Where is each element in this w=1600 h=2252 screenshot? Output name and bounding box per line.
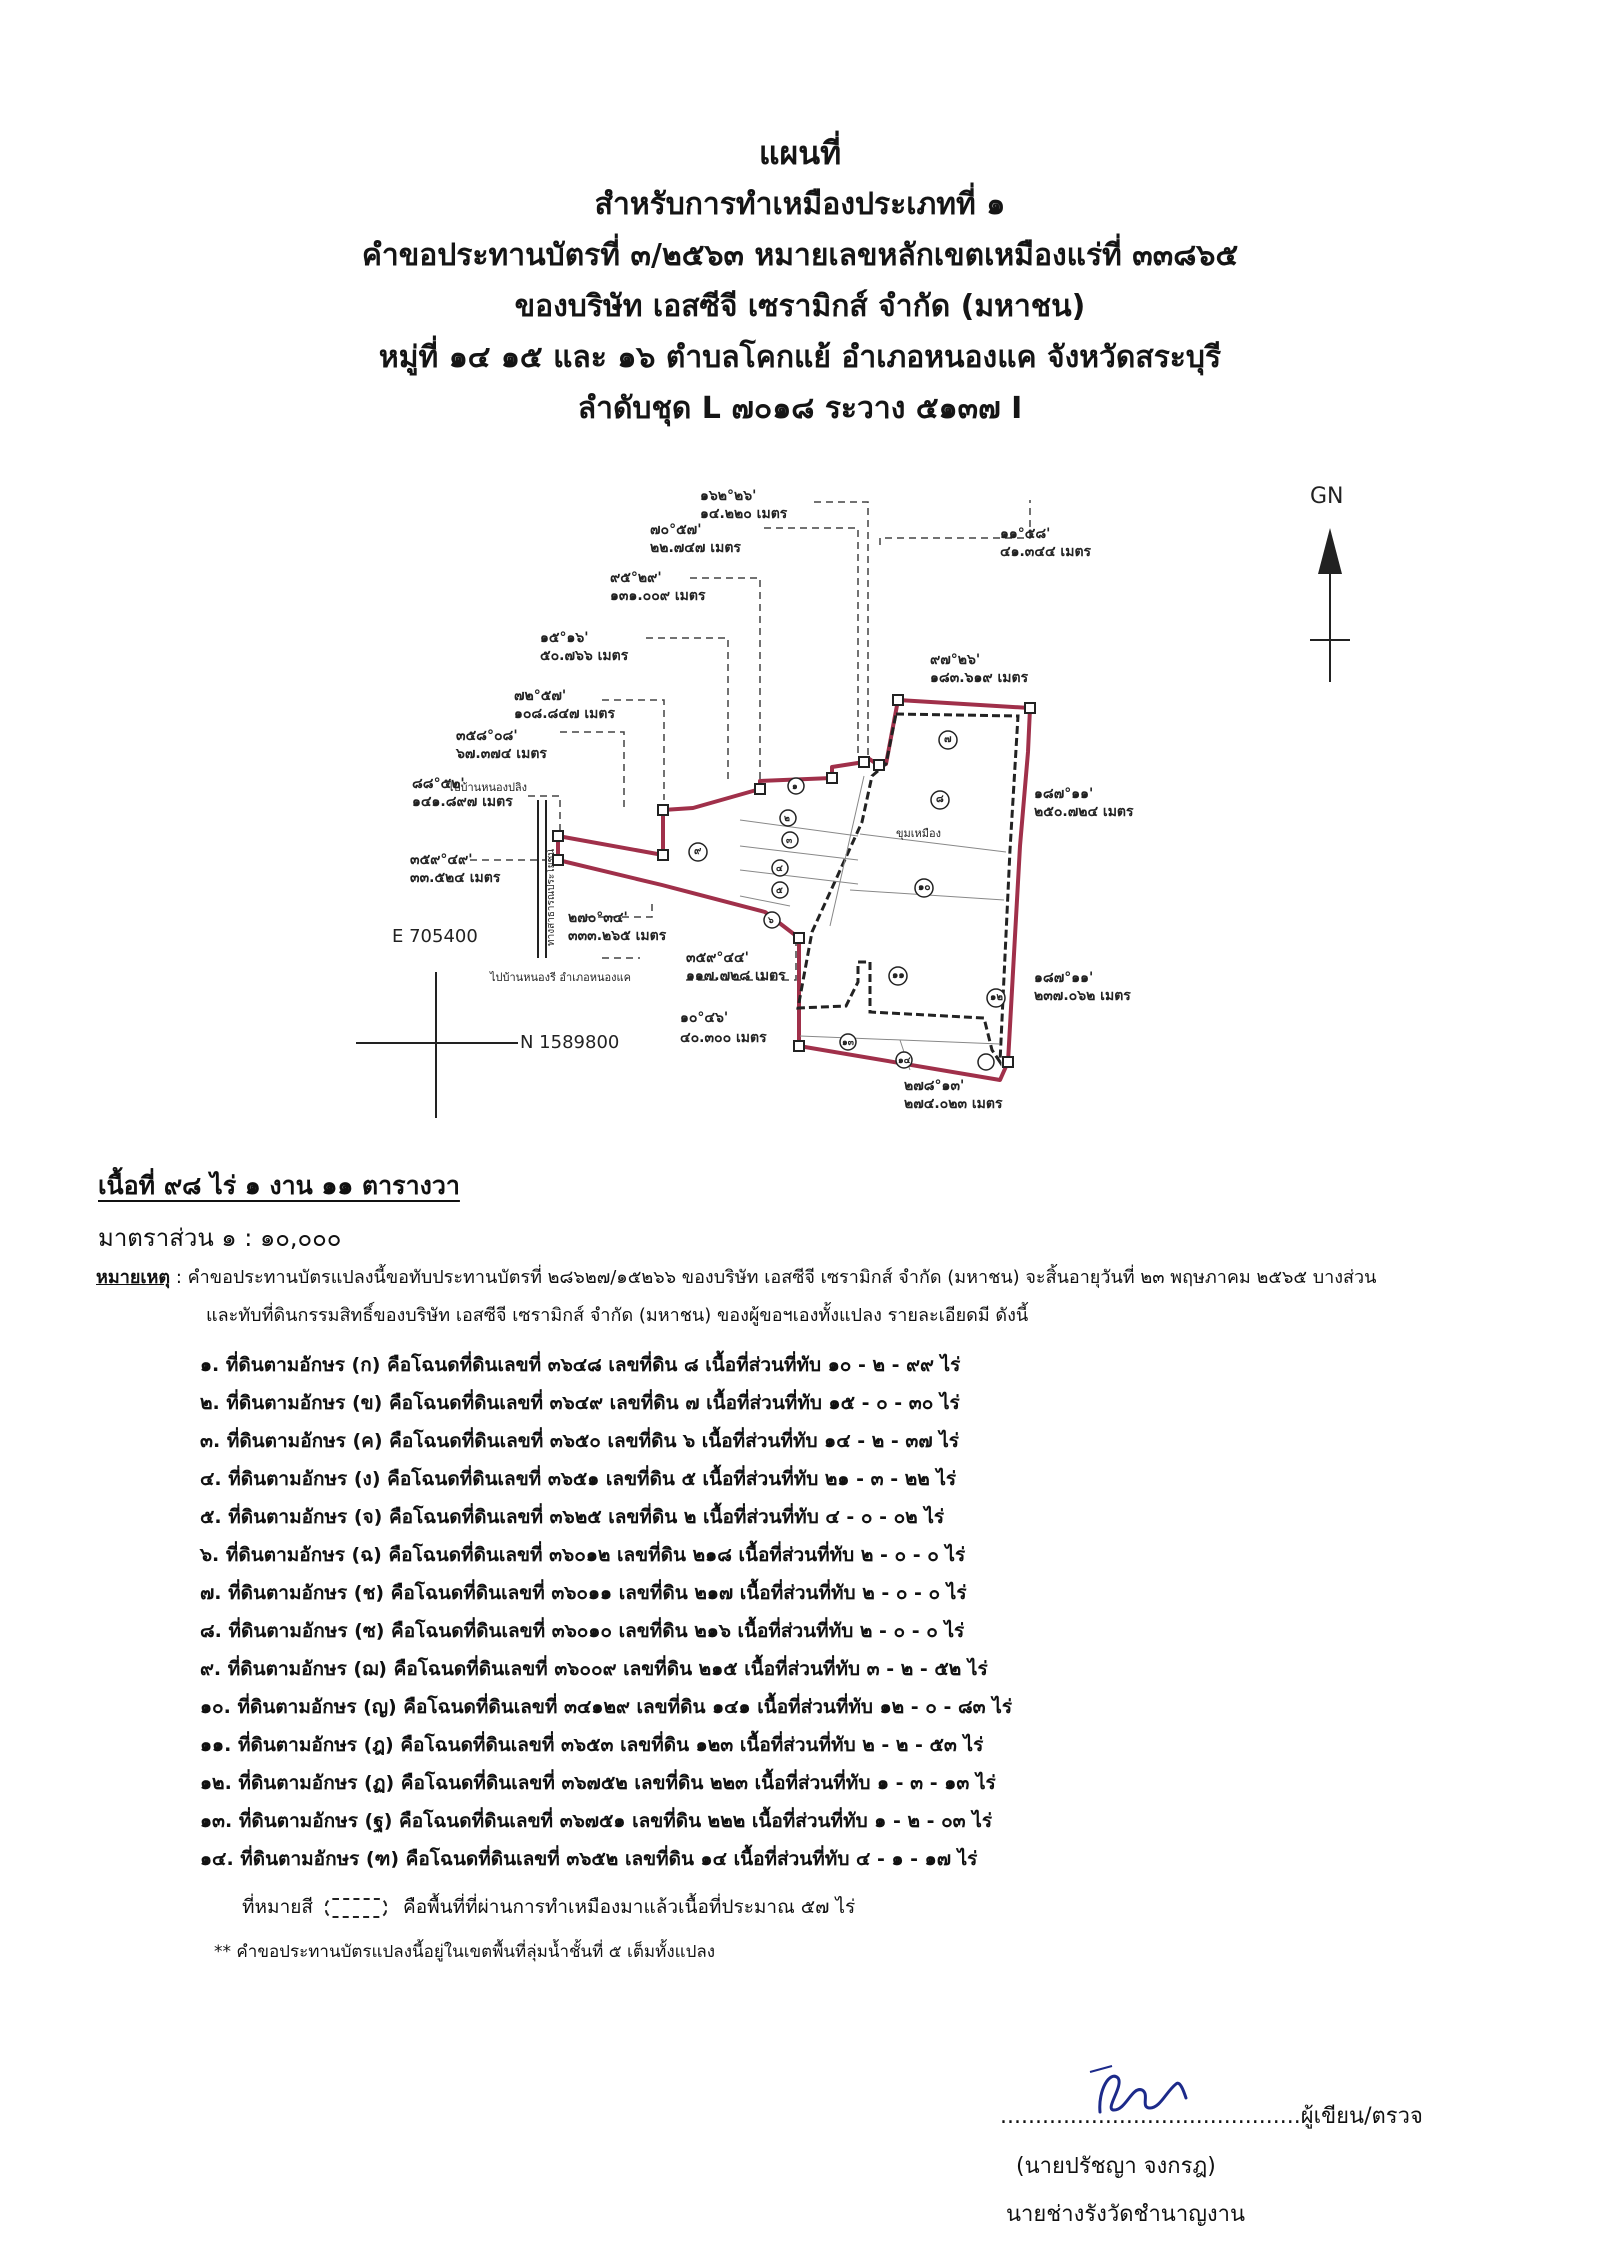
bearing-angle: ๑๕°๑๖': [540, 630, 589, 646]
bearing-distance: ๓๓๓.๒๖๕ เมตร: [568, 928, 667, 944]
remark-text-1: : คำขอประทานบัตรแปลงนี้ขอทับประทานบัตรที…: [175, 1267, 1377, 1288]
reference-cross-icon: [356, 972, 518, 1118]
bearing-angle: ๑๐°๔๖': [680, 1010, 729, 1026]
parcel-number: ๙: [694, 846, 702, 857]
parcel-number: ๕: [776, 886, 783, 896]
list-item: ๖. ที่ดินตามอักษร (ฉ) คือโฉนดที่ดินเลขที…: [200, 1544, 966, 1566]
list-item: ๓. ที่ดินตามอักษร (ค) คือโฉนดที่ดินเลขที…: [200, 1430, 960, 1452]
mining-type-line: สำหรับการทำเหมืองประเภทที่ ๑: [594, 187, 1006, 222]
mark-note-suffix: คือพื้นที่ที่ผ่านการทำเหมืองมาแล้วเนื้อท…: [402, 1896, 856, 1918]
bearing-angle: ๗๒°๕๗': [514, 688, 567, 704]
bearing-distance: ๒๒.๗๔๗ เมตร: [650, 540, 741, 556]
bearing-angle: ๒๗๘°๑๓': [904, 1078, 965, 1094]
list-item: ๑๑. ที่ดินตามอักษร (ฎ) คือโฉนดที่ดินเลขท…: [200, 1734, 984, 1756]
list-item: ๑๐. ที่ดินตามอักษร (ญ) คือโฉนดที่ดินเลขท…: [200, 1696, 1013, 1718]
parcel-markers: [688, 730, 1006, 1071]
map-scale: มาตราส่วน ๑ : ๑๐,๐๐๐: [98, 1224, 342, 1252]
north-label: GN: [1310, 484, 1344, 509]
parcel-number: ๔: [776, 864, 783, 874]
bearing-angle: ๘๘°๕๒': [412, 776, 465, 792]
bearing-angle: ๑๖๒°๒๖': [700, 488, 757, 504]
bearing-distance: ๑๘๓.๖๑๙ เมตร: [930, 670, 1029, 686]
bearing-distance: ๒๓๗.๐๖๒ เมตร: [1034, 988, 1131, 1004]
parcel-number: ๑๒: [990, 992, 1003, 1003]
bearing-distance: ๕๐.๗๖๖ เมตร: [540, 648, 629, 664]
parcel-number: ๑๔: [898, 1056, 911, 1066]
surveyor-title: นายช่างรังวัดชำนาญงาน: [1006, 2202, 1246, 2227]
parcel-number: ๒: [784, 814, 790, 824]
concession-boundary: [556, 698, 1032, 1082]
mined-area-outline: [796, 712, 1020, 1067]
bearing-distance: ๔๐.๓๐๐ เมตร: [680, 1030, 767, 1046]
road-side-label: ทางสาธารณประโยชน์: [546, 848, 557, 946]
mark-note-prefix: ที่หมายสี: [242, 1896, 313, 1918]
corner-markers: [552, 694, 1036, 1068]
list-item: ๒. ที่ดินตามอักษร (ข) คือโฉนดที่ดินเลขที…: [200, 1392, 960, 1414]
concession-line: คำขอประทานบัตรที่ ๓/๒๕๖๓ หมายเลขหลักเขตเ…: [361, 238, 1239, 273]
easting-label: E 705400: [392, 926, 478, 947]
parcel-number: ๑: [792, 782, 798, 792]
list-item: ๑๔. ที่ดินตามอักษร (ฑ) คือโฉนดที่ดินเลขท…: [200, 1848, 978, 1870]
parcel-number: ๖: [768, 916, 774, 926]
remark-line-1: หมายเหตุ : คำขอประทานบัตรแปลงนี้ขอทับประ…: [96, 1266, 1376, 1290]
list-item: ๙. ที่ดินตามอักษร (ฌ) คือโฉนดที่ดินเลขที…: [200, 1658, 988, 1680]
bearing-angle: ๙๗°๒๖': [930, 652, 981, 668]
road-bottom-label: ไปบ้านหนองรี อำเภอหนองแค: [490, 971, 631, 984]
bearing-angle: ๓๕๘°๐๘': [456, 728, 518, 744]
bearing-angle: ๑๘๗°๑๑': [1034, 970, 1094, 986]
bearing-distance: ๒๕๐.๗๒๔ เมตร: [1034, 804, 1134, 820]
sheet-line: ลำดับชุด L ๗๐๑๘ ระวาง ๕๑๓๗ I: [577, 391, 1023, 426]
concession-map: [356, 500, 1350, 1118]
bearing-angle: ๑๘๗°๑๑': [1034, 786, 1094, 802]
bearing-distance: ๖๗.๓๗๔ เมตร: [456, 746, 547, 762]
parcel-number: ๗: [944, 734, 952, 745]
bearing-distance: ๑๔๑.๘๙๗ เมตร: [412, 794, 513, 810]
list-item: ๑๓. ที่ดินตามอักษร (ฐ) คือโฉนดที่ดินเลขท…: [200, 1810, 993, 1832]
parcel-number: ๑๐: [918, 882, 931, 893]
pit-label: ขุมเหมือง: [896, 827, 942, 840]
bearing-distance: ๔๑.๓๔๔ เมตร: [1000, 544, 1092, 560]
bearing-distance: ๑๓๑.๐๐๙ เมตร: [610, 588, 706, 604]
road-top-label: ไปบ้านหนองปลิง: [448, 781, 528, 794]
remark-label: หมายเหตุ: [96, 1267, 171, 1288]
bearing-distance: ๑๔.๒๒๐ เมตร: [700, 506, 788, 522]
surveyor-name: (นายปรัชญา จงกรฎ): [1016, 2154, 1216, 2179]
public-road: [537, 800, 547, 958]
area-summary: เนื้อที่ ๙๘ ไร่ ๑ งาน ๑๑ ตารางวา: [98, 1171, 460, 1200]
bearing-angle: ๑๑°๕๘': [1000, 526, 1051, 542]
company-line: ของบริษัท เอสซีจี เซรามิกส์ จำกัด (มหาชน…: [514, 289, 1086, 324]
northing-label: N 1589800: [520, 1032, 620, 1053]
mined-area-swatch-icon: [324, 1897, 387, 1918]
bearing-angle: ๓๕๙°๔๙': [410, 852, 473, 868]
list-item: ๘. ที่ดินตามอักษร (ซ) คือโฉนดที่ดินเลขที…: [200, 1620, 965, 1642]
signature-line: ........................................…: [1000, 2104, 1423, 2129]
remark-text-2: และทับที่ดินกรรมสิทธิ์ของบริษัท เอสซีจี …: [206, 1305, 1029, 1326]
parcel-number: ๑๑: [892, 970, 905, 981]
bearing-angle: ๙๕°๒๙': [610, 570, 662, 586]
location-line: หมู่ที่ ๑๔ ๑๕ และ ๑๖ ตำบลโคกแย้ อำเภอหนอ…: [378, 340, 1222, 375]
parcel-number: ๘: [936, 794, 944, 805]
list-item: ๕. ที่ดินตามอักษร (จ) คือโฉนดที่ดินเลขที…: [200, 1506, 945, 1528]
leader-lines: [470, 500, 1031, 981]
list-item: ๗. ที่ดินตามอักษร (ช) คือโฉนดที่ดินเลขที…: [200, 1582, 967, 1604]
map-title: แผนที่: [758, 134, 842, 172]
bearing-distance: ๑๑๗.๗๒๘ เมตร: [686, 968, 786, 984]
bearing-angle: ๒๗๐°๓๔': [568, 910, 628, 926]
mined-area-note: ที่หมายสี คือพื้นที่ที่ผ่านการทำเหมืองมาแ…: [242, 1892, 855, 1922]
title-block: แผนที่ สำหรับการทำเหมืองประเภทที่ ๑ คำขอ…: [0, 128, 1600, 434]
north-arrow-icon: [1310, 528, 1350, 682]
bearing-distance: ๒๗๔.๐๒๓ เมตร: [904, 1096, 1003, 1112]
bearing-distance: ๓๓.๕๒๔ เมตร: [410, 870, 501, 886]
bearing-angle: ๗๐°๕๗': [650, 522, 702, 538]
list-item: ๑๒. ที่ดินตามอักษร (ฏ) คือโฉนดที่ดินเลขท…: [200, 1772, 996, 1794]
parcel-list: ๑. ที่ดินตามอักษร (ก) คือโฉนดที่ดินเลขที…: [200, 1346, 1012, 1878]
list-item: ๑. ที่ดินตามอักษร (ก) คือโฉนดที่ดินเลขที…: [200, 1354, 961, 1376]
list-item: ๔. ที่ดินตามอักษร (ง) คือโฉนดที่ดินเลขที…: [200, 1468, 957, 1490]
basin-note: ** คำขอประทานบัตรแปลงนี้อยู่ในเขตพื้นที่…: [214, 1942, 716, 1962]
parcel-number: ๓: [786, 836, 793, 846]
bearing-angle: ๓๕๙°๔๔': [686, 950, 749, 966]
parcel-number: ๑๓: [842, 1038, 854, 1048]
bearing-distance: ๑๐๘.๘๔๗ เมตร: [514, 706, 615, 722]
